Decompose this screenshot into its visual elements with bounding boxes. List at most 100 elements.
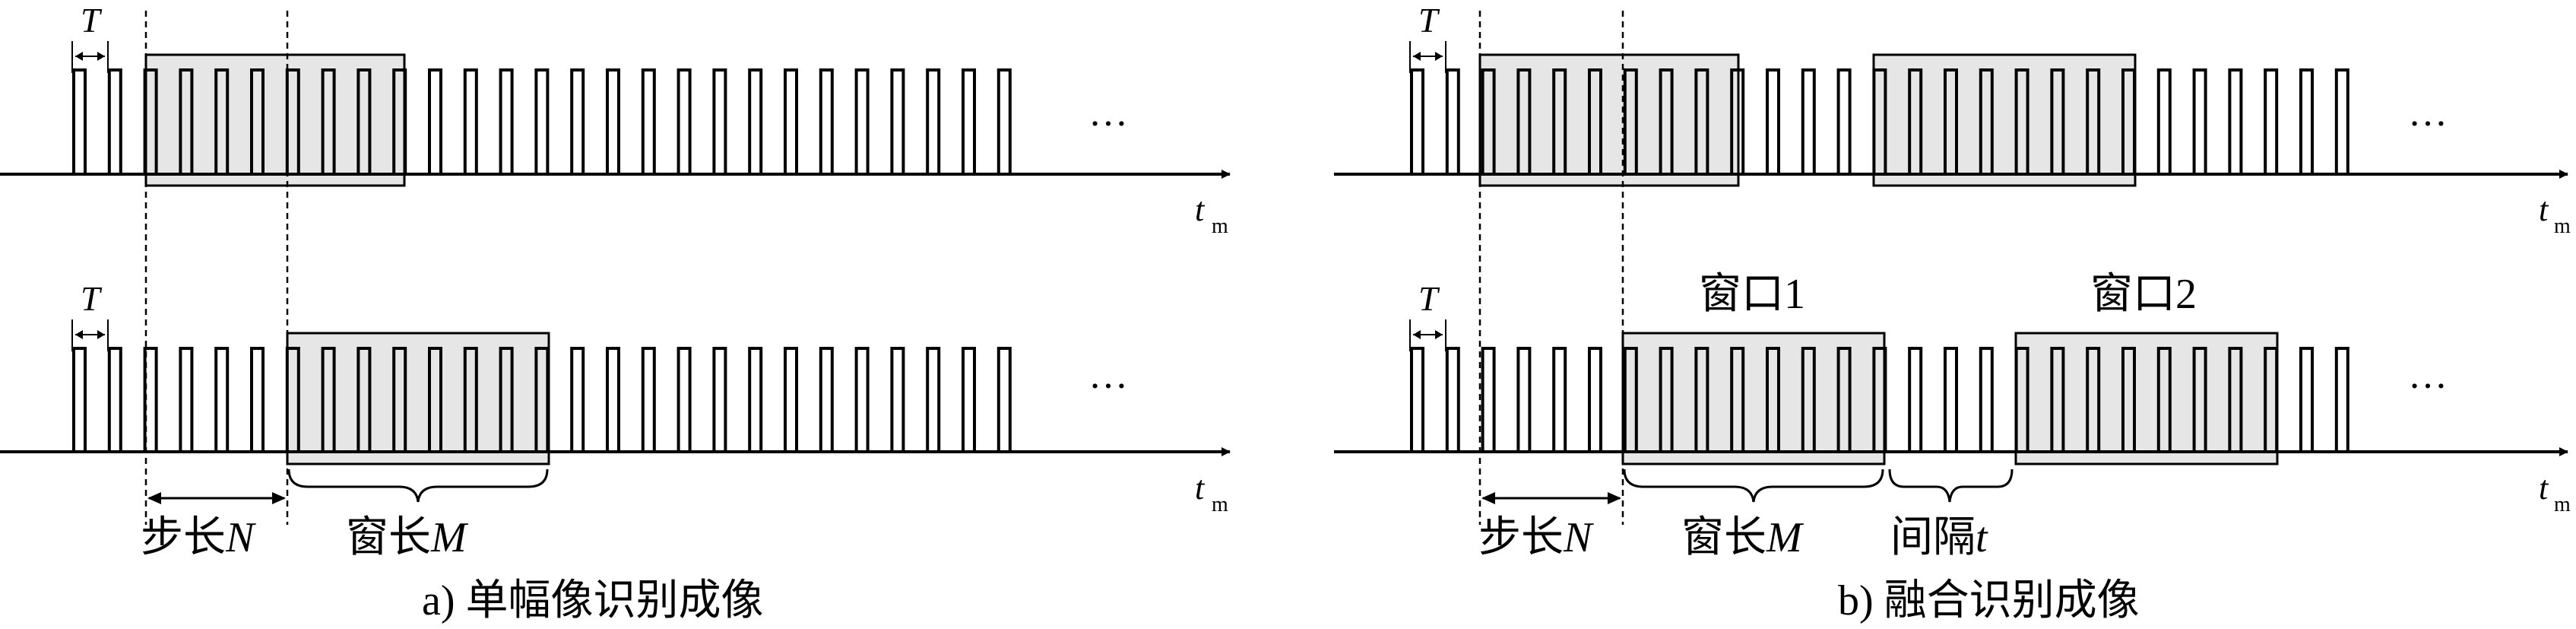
panel-a-row1-axis-label: t: [1195, 191, 1206, 228]
panel-a-row2-ellipsis: …: [1088, 354, 1128, 397]
pulse: [570, 347, 585, 452]
pulse: [534, 347, 550, 452]
panel-a-caption: a) 单幅像识别成像: [422, 577, 764, 624]
panel-b-window2-label: 窗口2: [2090, 271, 2197, 318]
pulse: [143, 68, 158, 174]
pulse: [606, 347, 620, 452]
pulse: [2086, 347, 2101, 452]
pulse: [962, 68, 976, 174]
pulse: [2050, 68, 2065, 174]
pulse: [2334, 68, 2349, 174]
pulse: [1801, 68, 1816, 174]
pulse: [1552, 347, 1567, 452]
panel-b-row2-window-2: [2014, 332, 2279, 465]
pulse: [1623, 68, 1638, 174]
pulse: [392, 68, 407, 174]
pulse: [926, 68, 941, 174]
panel-a-row2-period-marker: T: [71, 279, 109, 351]
pulse: [1836, 347, 1852, 452]
pulse: [676, 347, 692, 452]
panel-a-step-arrow: [147, 492, 286, 504]
pulse: [1623, 347, 1638, 452]
pulse: [606, 68, 620, 174]
pulse: [641, 347, 656, 452]
panel-a: T T … … t m t m 步长N 窗长M a) 单幅像识别成像: [0, 1, 1231, 624]
panel-b-caption: b) 融合识别成像: [1838, 577, 2140, 624]
pulse: [321, 68, 336, 174]
panel-b-interval-label: 间隔t: [1890, 514, 1988, 561]
panel-a-row2-window: [286, 332, 550, 465]
pulse: [72, 68, 87, 174]
pulse: [2334, 347, 2349, 452]
pulse: [1730, 68, 1745, 174]
pulse: [1588, 68, 1602, 174]
panel-a-row2-axis-subscript: m: [1212, 493, 1228, 516]
pulse: [1588, 347, 1602, 452]
pulse: [1908, 347, 1923, 452]
pulse: [1410, 68, 1424, 174]
panel-a-row1-ellipsis: …: [1088, 91, 1128, 135]
panel-b-row2-axis-label: t: [2539, 469, 2549, 507]
pulse: [1445, 347, 1460, 452]
pulse: [2264, 347, 2279, 452]
pulse: [107, 347, 122, 452]
pulse: [1872, 68, 1887, 174]
panel-a-row1-window: [144, 53, 406, 187]
pulse: [214, 68, 230, 174]
pulse: [1979, 347, 1994, 452]
pulse: [499, 68, 514, 174]
pulse: [854, 347, 870, 452]
pulse: [819, 347, 834, 452]
pulse: [2299, 68, 2314, 174]
pulse: [1481, 68, 1496, 174]
pulse: [1730, 347, 1745, 452]
panel-a-step-label: 步长N: [141, 514, 256, 561]
panel-b-step-arrow: [1481, 492, 1621, 504]
pulse: [463, 68, 478, 174]
panel-b-row2-pulses: [1410, 347, 2349, 452]
pulse: [676, 68, 692, 174]
panel-b: T T 窗口1 窗口2 … … t m t m 步长N 窗长M: [1334, 1, 2571, 624]
panel-b-row2-axis-subscript: m: [2554, 493, 2571, 516]
pulse: [996, 68, 1012, 174]
pulse: [1908, 68, 1923, 174]
panel-a-window-label: 窗长M: [346, 514, 469, 561]
pulse: [1552, 68, 1567, 174]
pulse: [2121, 68, 2136, 174]
pulse: [2050, 347, 2065, 452]
pulse: [1410, 347, 1424, 452]
panel-b-window1-label: 窗口1: [1699, 271, 1805, 318]
pulse: [712, 347, 727, 452]
pulse: [2121, 347, 2136, 452]
panel-b-row1-ellipsis: …: [2408, 91, 2448, 135]
panel-b-row1-window-2: [1872, 53, 2137, 187]
pulse: [1516, 68, 1532, 174]
pulse: [72, 347, 87, 452]
pulse: [428, 68, 442, 174]
panel-a-row1-period-label: T: [81, 1, 103, 40]
pulse: [2014, 68, 2029, 174]
panel-a-window-brace: [287, 469, 549, 503]
pulse: [962, 347, 976, 452]
pulse: [356, 347, 372, 452]
panel-a-row2-pulses: [72, 347, 1012, 452]
pulse: [2228, 347, 2243, 452]
pulse: [392, 347, 407, 452]
panel-a-row1-pulses: [72, 68, 1012, 174]
panel-b-row1-pulses: [1410, 68, 2349, 174]
pulse: [854, 68, 870, 174]
panel-b-row1-period-marker: T: [1409, 1, 1446, 73]
pulse: [250, 68, 265, 174]
pulse: [1801, 347, 1816, 452]
pulse: [2264, 68, 2279, 174]
pulse: [2014, 347, 2029, 452]
panel-b-row2-period-label: T: [1418, 279, 1440, 318]
pulse: [356, 68, 372, 174]
pulse: [1516, 347, 1532, 452]
pulse: [1659, 68, 1674, 174]
pulse: [1694, 347, 1709, 452]
panel-a-row1-axis-subscript: m: [1212, 214, 1228, 238]
pulse: [107, 68, 122, 174]
pulse: [819, 68, 834, 174]
